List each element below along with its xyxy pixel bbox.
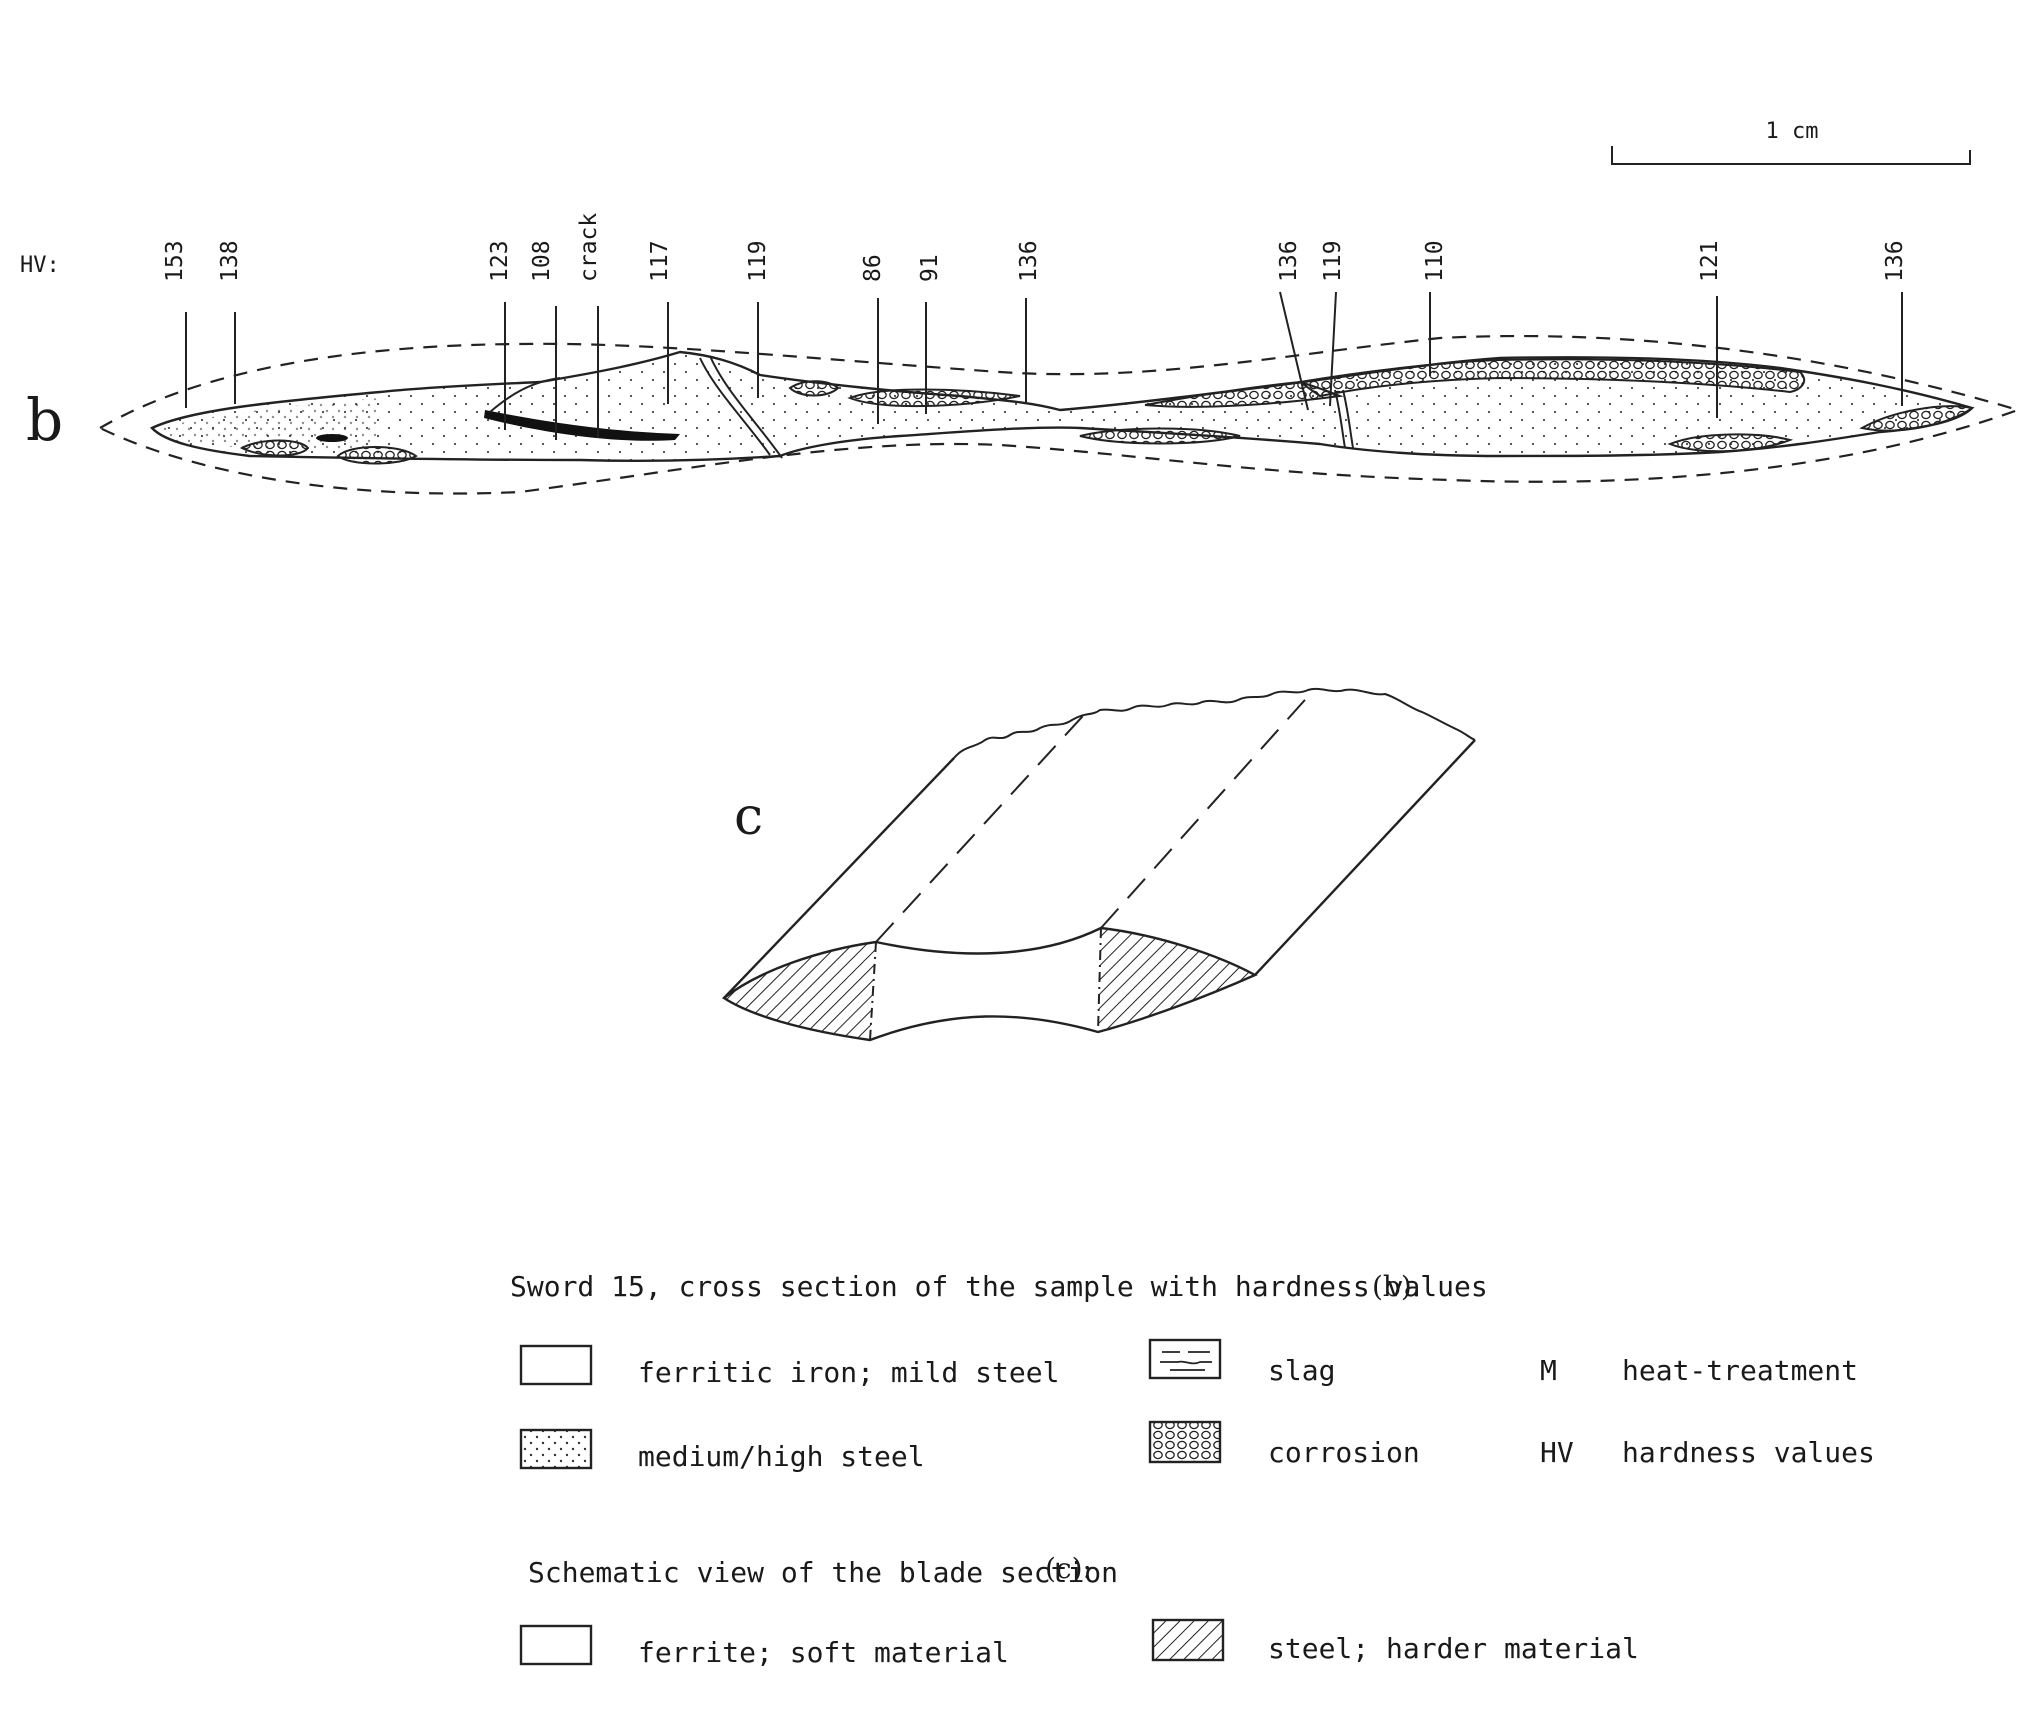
hv-value-136: 136 — [1016, 240, 1042, 282]
hv-value-108: 108 — [529, 240, 555, 282]
hv-prefix-label: HV: — [20, 253, 60, 278]
hv-value-136-c: 136 — [1882, 240, 1908, 282]
hv-value-117: 117 — [647, 240, 673, 282]
corrosion-patches — [239, 358, 1975, 465]
hv-value-121: 121 — [1697, 240, 1723, 282]
steel-region-right — [1098, 928, 1255, 1032]
hv-value-119-b: 119 — [1320, 240, 1346, 282]
hv-indicator-lines — [185, 291, 1903, 440]
steel-region-left — [724, 942, 876, 1040]
legend-label-corrosion: corrosion — [1268, 1436, 1420, 1469]
legend-label-medium-steel: medium/high steel — [638, 1440, 925, 1473]
hv-value-110: 110 — [1422, 240, 1448, 282]
caption-b: Sword 15, cross section of the sample wi… — [510, 1270, 1488, 1303]
legend-label-steel: steel; harder material — [1268, 1632, 1639, 1665]
legend-label-hardness-values: hardness values — [1622, 1436, 1875, 1469]
hv-value-138: 138 — [217, 240, 243, 282]
legend-c: ferrite; soft material steel; harder mat… — [519, 1618, 1639, 1669]
legend-swatch-corrosion — [1148, 1420, 1222, 1464]
hv-value-119: 119 — [745, 240, 771, 282]
broken-edge — [953, 687, 1476, 759]
caption-c-text: Schematic view of the blade section — [528, 1556, 1118, 1589]
crack-band — [484, 410, 680, 441]
slag-line — [699, 357, 771, 456]
scale-bar: 1 cm — [1611, 119, 1971, 165]
legend-swatch-medium-steel — [519, 1428, 593, 1470]
legend-label-ferrite: ferrite; soft material — [638, 1636, 1009, 1669]
legend-label-slag: slag — [1268, 1354, 1335, 1387]
original-outline — [97, 334, 2022, 495]
legend-swatch-steel — [1151, 1618, 1225, 1662]
caption-c-ref: (c): — [1045, 1552, 1092, 1585]
hv-value-123: 123 — [487, 240, 513, 282]
cross-section-b — [97, 291, 2022, 495]
hv-value-crack: crack — [576, 213, 602, 282]
caption-c: Schematic view of the blade section (c): — [528, 1552, 1118, 1589]
legend-swatch-slag — [1148, 1338, 1222, 1380]
hv-value-91: 91 — [917, 254, 943, 282]
legend-swatch-ferritic — [519, 1344, 593, 1386]
hv-value-153: 153 — [162, 240, 188, 282]
legend-code-hv: HV — [1540, 1436, 1574, 1469]
caption-b-ref: (b). — [1372, 1270, 1421, 1303]
legend-label-ferritic: ferritic iron; mild steel — [638, 1356, 1059, 1389]
legend-label-heat-treatment: heat-treatment — [1622, 1354, 1858, 1387]
hv-value-86: 86 — [860, 254, 886, 282]
crack-line — [489, 377, 561, 413]
slag-inclusion-left — [316, 434, 348, 442]
blade-section-c — [721, 687, 1476, 1042]
panel-c-label: c — [734, 787, 763, 847]
legend-swatch-ferrite — [519, 1624, 593, 1666]
hv-value-136-b: 136 — [1276, 240, 1302, 282]
scale-bar-label: 1 cm — [1766, 119, 1819, 144]
legend-code-m: M — [1540, 1354, 1557, 1387]
panel-b-label: b — [26, 386, 63, 454]
hv-values: 153 138 123 108 crack 117 119 86 91 136 … — [162, 213, 1908, 282]
legend-b: ferritic iron; mild steel slag M heat-tr… — [519, 1338, 1875, 1473]
caption-b-text: Sword 15, cross section of the sample wi… — [510, 1270, 1488, 1303]
